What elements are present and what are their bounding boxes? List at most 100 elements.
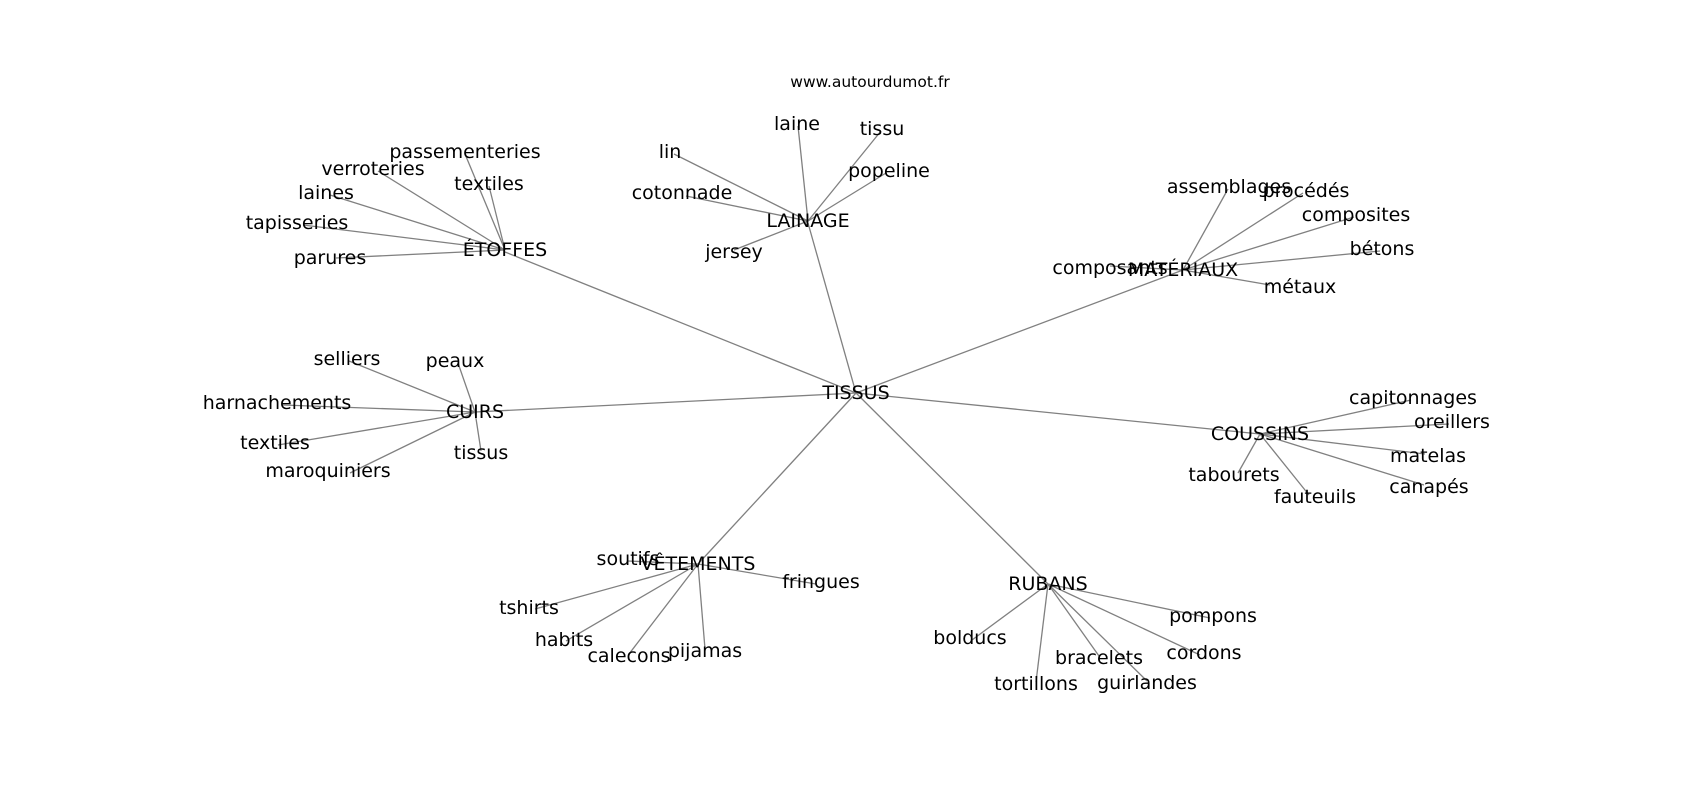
leaf-node-etoffes-1[interactable]: verroteries	[321, 158, 424, 180]
edge-rubans-4	[1035, 583, 1049, 683]
hub-node-cuirs[interactable]: CUIRS	[446, 401, 504, 423]
edge-etoffes-3	[329, 194, 506, 251]
leaf-node-materiaux-0[interactable]: assemblages	[1167, 176, 1291, 198]
leaf-node-materiaux-3[interactable]: bétons	[1350, 238, 1415, 260]
edge-materiaux-1	[1182, 192, 1304, 271]
leaf-node-lainage-1[interactable]: tissu	[860, 118, 905, 140]
leaf-node-vetements-4[interactable]: calecons	[587, 645, 670, 667]
leaf-node-rubans-3[interactable]: bracelets	[1055, 647, 1143, 669]
leaf-node-rubans-5[interactable]: guirlandes	[1097, 672, 1197, 694]
site-label[interactable]: www.autourdumot.fr	[790, 73, 950, 91]
leaf-node-vetements-5[interactable]: pijamas	[668, 640, 742, 662]
edge-vetements-0	[627, 560, 699, 565]
edge-cuirs-2	[282, 404, 476, 413]
edge-vetements-2	[534, 563, 699, 610]
edge-center-etoffes	[504, 251, 857, 394]
leaf-node-rubans-1[interactable]: bolducs	[933, 627, 1006, 649]
leaf-node-rubans-4[interactable]: tortillons	[994, 673, 1078, 695]
edge-materiaux-2	[1182, 216, 1355, 271]
edge-lainage-4	[685, 195, 809, 222]
leaf-node-cuirs-5[interactable]: tissus	[454, 442, 508, 464]
edge-cuirs-5	[474, 411, 482, 452]
leaf-node-coussins-1[interactable]: oreillers	[1414, 411, 1490, 433]
edge-materiaux-3	[1182, 250, 1381, 271]
leaf-node-vetements-0[interactable]: soutifs	[597, 548, 660, 570]
edge-rubans-5	[1047, 583, 1148, 682]
leaf-node-coussins-3[interactable]: tabourets	[1188, 464, 1279, 486]
leaf-node-etoffes-3[interactable]: laines	[298, 182, 354, 204]
edge-materiaux-5	[1182, 269, 1271, 286]
edge-coussins-0	[1259, 399, 1412, 435]
edge-rubans-2	[1047, 583, 1201, 656]
edge-rubans-0	[1047, 583, 1211, 619]
leaf-node-vetements-1[interactable]: fringues	[782, 571, 860, 593]
edge-materiaux-4	[1109, 265, 1184, 271]
edge-lainage-1	[807, 130, 882, 222]
edge-lainage-0	[797, 125, 809, 222]
edge-coussins-2	[1259, 433, 1426, 455]
edge-center-vetements	[697, 392, 857, 565]
leaf-node-cuirs-2[interactable]: harnachements	[203, 392, 352, 414]
edge-etoffes-0	[464, 153, 506, 251]
edge-cuirs-3	[277, 411, 476, 446]
leaf-node-materiaux-1[interactable]: procédés	[1263, 180, 1350, 202]
leaf-node-lainage-3[interactable]: popeline	[848, 160, 930, 182]
edge-rubans-1	[971, 583, 1049, 641]
edge-center-materiaux	[855, 269, 1184, 394]
edge-coussins-3	[1237, 433, 1261, 474]
edge-etoffes-1	[377, 170, 506, 251]
edge-layer	[277, 125, 1450, 683]
edge-materiaux-0	[1182, 188, 1229, 271]
leaf-node-etoffes-5[interactable]: parures	[294, 247, 367, 269]
leaf-node-vetements-3[interactable]: habits	[535, 629, 593, 651]
leaf-node-coussins-5[interactable]: canapés	[1389, 476, 1468, 498]
edge-vetements-5	[697, 563, 706, 650]
leaf-node-cuirs-1[interactable]: peaux	[426, 350, 485, 372]
leaf-node-materiaux-5[interactable]: métaux	[1264, 276, 1337, 298]
leaf-node-lainage-2[interactable]: lin	[659, 141, 682, 163]
edge-lainage-3	[807, 172, 887, 222]
edge-etoffes-5	[335, 249, 506, 259]
leaf-node-materiaux-4[interactable]: composants	[1052, 257, 1167, 279]
leaf-node-cuirs-3[interactable]: textiles	[240, 432, 310, 454]
edge-center-cuirs	[474, 392, 857, 413]
edge-vetements-4	[628, 563, 699, 655]
leaf-node-cuirs-4[interactable]: maroquiniers	[265, 460, 390, 482]
hub-node-materiaux[interactable]: MATÉRIAUX	[1128, 258, 1238, 281]
leaf-node-coussins-4[interactable]: fauteuils	[1274, 486, 1356, 508]
leaf-node-vetements-2[interactable]: tshirts	[499, 597, 559, 619]
edge-center-coussins	[855, 392, 1261, 435]
edge-center-rubans	[855, 392, 1049, 585]
edge-etoffes-4	[302, 224, 506, 251]
edge-rubans-3	[1047, 583, 1100, 657]
leaf-node-etoffes-4[interactable]: tapisseries	[246, 212, 349, 234]
leaf-node-rubans-0[interactable]: pompons	[1169, 605, 1257, 627]
edge-cuirs-4	[349, 411, 476, 474]
leaf-node-lainage-4[interactable]: cotonnade	[632, 182, 733, 204]
edge-cuirs-1	[457, 362, 476, 413]
leaf-node-etoffes-0[interactable]: passementeries	[389, 141, 540, 163]
edge-coussins-1	[1259, 423, 1450, 435]
leaf-node-coussins-0[interactable]: capitonnages	[1349, 387, 1477, 409]
edge-lainage-2	[673, 153, 809, 222]
leaf-node-lainage-0[interactable]: laine	[774, 113, 820, 135]
hub-node-lainage[interactable]: LAINAGE	[766, 210, 849, 232]
leaf-node-coussins-2[interactable]: matelas	[1390, 445, 1466, 467]
edge-etoffes-2	[488, 185, 506, 251]
hub-node-etoffes[interactable]: ÉTOFFES	[463, 238, 548, 261]
edge-center-lainage	[807, 222, 857, 394]
edge-coussins-4	[1259, 433, 1310, 496]
leaf-node-materiaux-2[interactable]: composites	[1302, 204, 1410, 226]
hub-node-rubans[interactable]: RUBANS	[1008, 573, 1087, 595]
edge-vetements-1	[697, 563, 817, 585]
hub-node-coussins[interactable]: COUSSINS	[1211, 423, 1309, 445]
leaf-node-etoffes-2[interactable]: textiles	[454, 173, 524, 195]
leaf-node-lainage-5[interactable]: jersey	[704, 241, 763, 263]
center-node[interactable]: TISSUS	[821, 382, 889, 404]
hub-node-vetements[interactable]: VÊTEMENTS	[641, 552, 756, 575]
leaf-node-cuirs-0[interactable]: selliers	[314, 348, 381, 370]
edge-coussins-5	[1259, 433, 1425, 486]
edge-lainage-5	[733, 220, 809, 251]
leaf-node-rubans-2[interactable]: cordons	[1166, 642, 1241, 664]
